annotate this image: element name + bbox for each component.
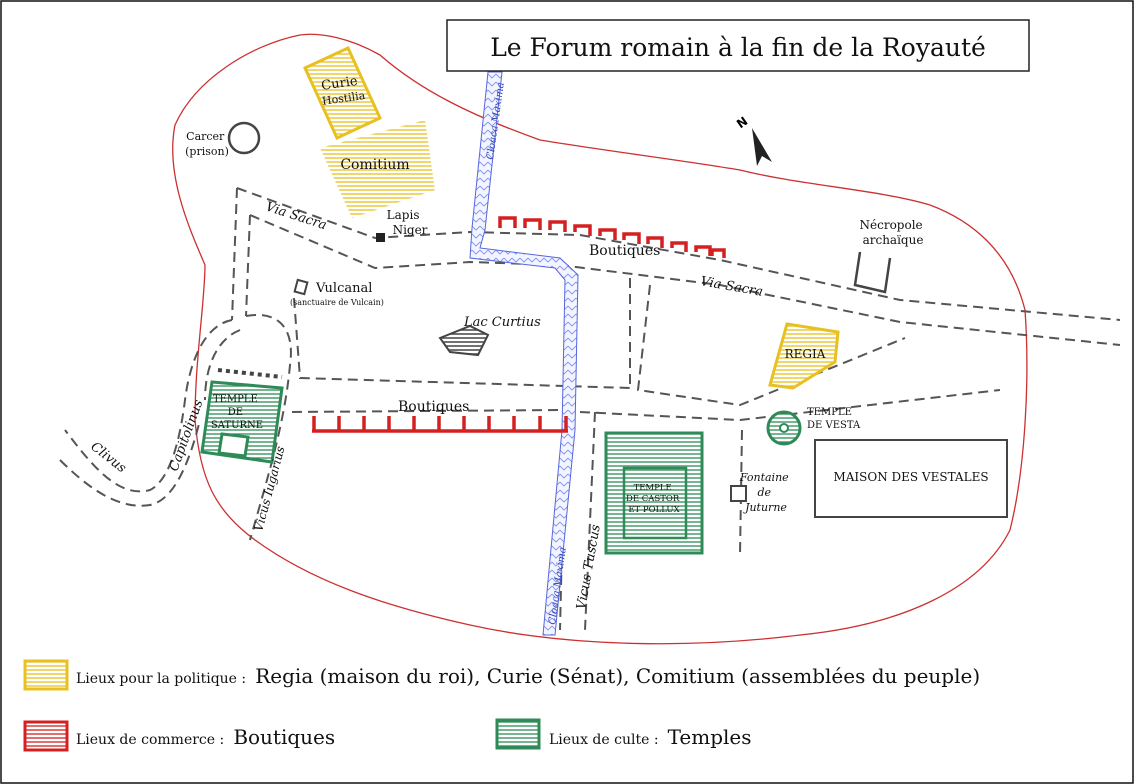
- fontaine-line1: Fontaine: [739, 471, 789, 484]
- vicus-tuscus-label: Vicus Tuscus: [574, 523, 604, 610]
- lapis-niger-label: Lapis Niger: [387, 208, 428, 237]
- legend: Lieux pour la politique : Regia (maison …: [23, 659, 980, 752]
- temple-saturne-line1: TEMPLE: [213, 394, 258, 405]
- boutiques-south-label: Boutiques: [398, 399, 469, 415]
- vulcanal-sub-label: (sanctuaire de Vulcain): [290, 298, 384, 307]
- legend-swatch-commerce: [23, 720, 69, 752]
- fontaine-line3: Juturne: [743, 501, 787, 514]
- necropole-line1: Nécropole: [860, 218, 923, 232]
- fontaine-label: Fontaine de Juturne: [739, 471, 792, 514]
- legend-commerce-items: Boutiques: [233, 725, 335, 749]
- legend-cult-category: Lieux de culte :: [549, 732, 659, 748]
- legend-row-cult: Lieux de culte : Temples: [549, 725, 752, 749]
- legend-swatch-politics: [23, 659, 69, 691]
- maison-vestales-label: MAISON DES VESTALES: [833, 470, 988, 484]
- regia-label: REGIA: [785, 347, 826, 361]
- regia-shape: [768, 322, 840, 390]
- vulcanal-marker: [293, 278, 309, 296]
- legend-row-commerce: Lieux de commerce : Boutiques: [76, 725, 335, 749]
- maison-vestales-shape: [814, 439, 1008, 518]
- temple-vesta-line1: TEMPLE: [807, 407, 852, 418]
- cloaca-maxima: [469, 71, 579, 636]
- temple-castor-line1: TEMPLE: [634, 483, 672, 493]
- curie-hostilia-shape: [303, 46, 382, 140]
- comitium-shape: [320, 120, 435, 218]
- svg-text:N: N: [734, 114, 750, 131]
- clivus-label: Clivus: [88, 439, 130, 476]
- via-sacra-east-label: Via Sacra: [699, 274, 764, 300]
- lac-curtius-shape: [438, 324, 490, 357]
- vulcanal-label: Vulcanal: [315, 281, 372, 296]
- carcer-label: Carcer (prison): [185, 130, 229, 158]
- via-sacra-west-label: Via Sacra: [264, 200, 329, 234]
- temple-vesta-shape: [766, 410, 802, 446]
- boutiques-north-label: Boutiques: [589, 243, 660, 259]
- legend-politics-category: Lieux pour la politique :: [76, 671, 246, 687]
- temple-castor-line3: ET POLLUX: [628, 505, 680, 515]
- temple-saturne-label: TEMPLE DE SATURNE: [211, 394, 263, 431]
- title-box: [446, 19, 1030, 72]
- temple-castor-shape: [604, 431, 704, 555]
- lapis-niger-line2: Niger: [393, 223, 428, 237]
- curie-label-line2: Hostilia: [321, 89, 366, 108]
- north-arrow-icon: N: [734, 114, 772, 166]
- temple-castor-line2: DE CASTOR: [626, 494, 680, 504]
- carcer-circle: [227, 121, 261, 155]
- temple-castor-label: TEMPLE DE CASTOR ET POLLUX: [626, 483, 682, 515]
- temple-vesta-line2: DE VESTA: [807, 420, 861, 431]
- lapis-niger-line1: Lapis: [387, 208, 420, 222]
- lac-curtius-label: Lac Curtius: [463, 315, 541, 330]
- legend-swatch-cult: [495, 718, 541, 750]
- necropole-line2: archaïque: [863, 233, 924, 247]
- boutiques-north: [498, 216, 726, 258]
- fontaine-juturne-marker: [730, 485, 747, 502]
- necropole-shape: [853, 251, 892, 294]
- legend-commerce-category: Lieux de commerce :: [76, 732, 224, 748]
- necropole-label: Nécropole archaïque: [860, 218, 927, 247]
- curie-label: Curie Hostilia: [319, 73, 366, 108]
- carcer-label-line2: (prison): [185, 145, 229, 158]
- boutiques-south: [312, 416, 568, 433]
- temple-saturne-line2: DE: [228, 407, 243, 418]
- temple-saturne-shape: [200, 368, 284, 464]
- forum-boundary: [172, 33, 1028, 645]
- lapis-niger-marker: [376, 233, 385, 242]
- legend-row-politics: Lieux pour la politique : Regia (maison …: [76, 664, 980, 688]
- legend-cult-items: Temples: [668, 725, 752, 749]
- comitium-label: Comitium: [340, 157, 409, 173]
- roads: [59, 187, 1121, 631]
- carcer-label-line1: Carcer: [186, 130, 225, 143]
- curie-label-line1: Curie: [320, 74, 358, 94]
- temple-vesta-label: TEMPLE DE VESTA: [807, 407, 861, 431]
- temple-saturne-line3: SATURNE: [211, 420, 263, 431]
- map-title: Le Forum romain à la fin de la Royauté: [490, 33, 986, 62]
- fontaine-line2: de: [757, 486, 771, 499]
- legend-politics-items: Regia (maison du roi), Curie (Sénat), Co…: [255, 664, 980, 688]
